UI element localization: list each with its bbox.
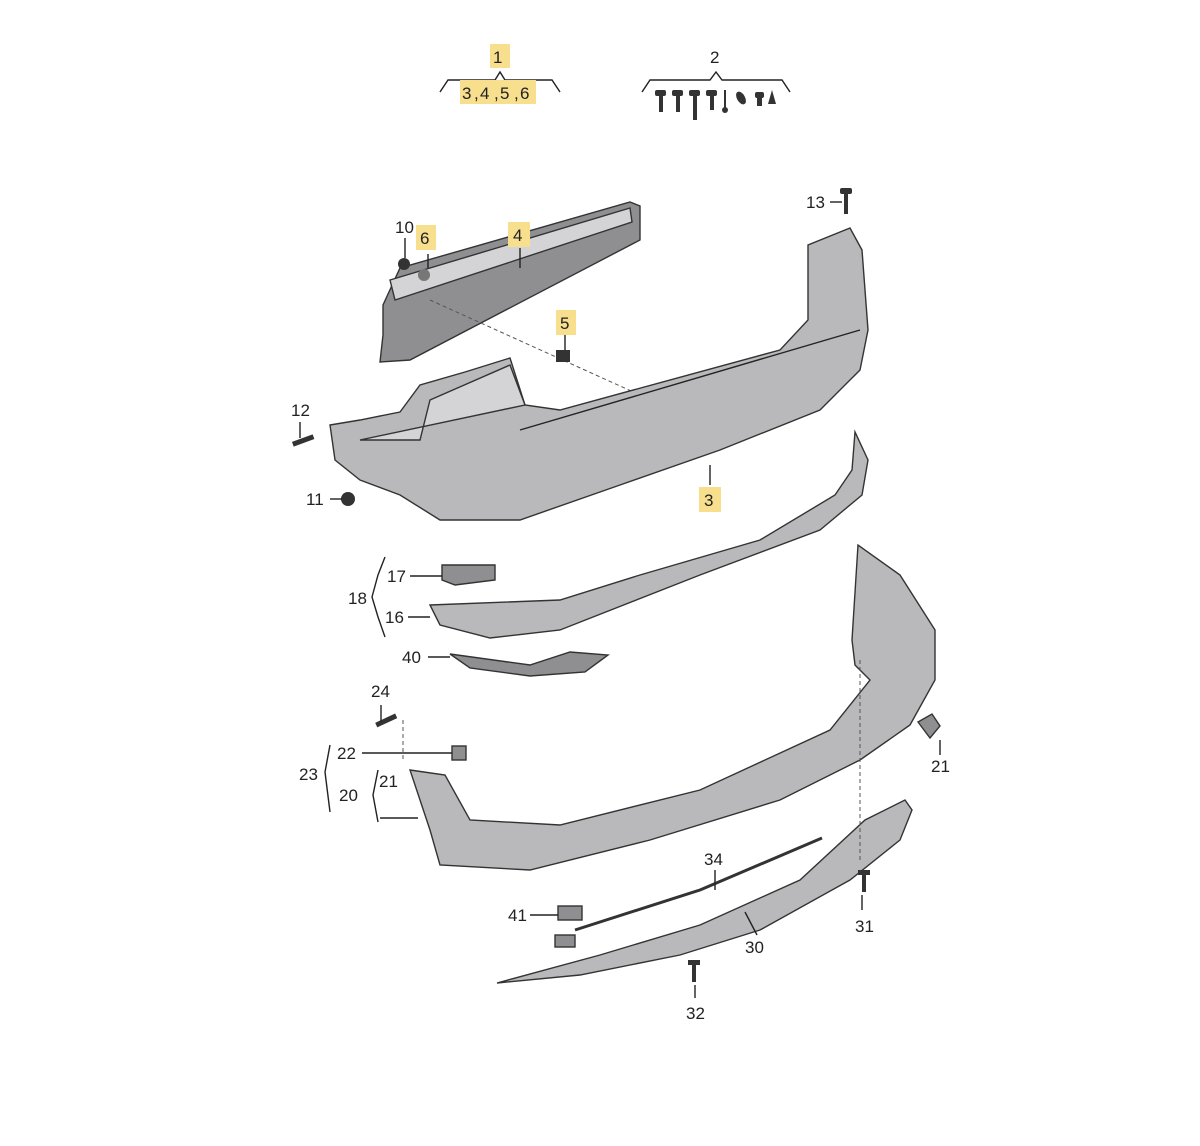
callout-18[interactable]: 18 — [348, 589, 367, 608]
part-40-trim[interactable] — [449, 651, 610, 677]
part-4-carrier[interactable] — [379, 201, 641, 363]
callout-3[interactable]: 3 — [704, 491, 713, 510]
callout-34[interactable]: 34 — [704, 850, 723, 869]
part-41-bracket-b — [554, 934, 576, 948]
part-3-crease — [519, 329, 861, 431]
callout-1[interactable]: 1 — [493, 48, 502, 67]
bracket — [439, 70, 561, 93]
highlight-box — [699, 487, 721, 512]
leader-lines — [299, 201, 941, 998]
part-22-clip[interactable] — [451, 745, 467, 761]
callout-30[interactable]: 30 — [745, 938, 764, 957]
callout-16[interactable]: 16 — [385, 608, 404, 627]
part-16-bracket[interactable] — [428, 429, 869, 639]
callout-21-right[interactable]: 21 — [931, 757, 950, 776]
callout-1-group[interactable]: 1 3 , 4 , 5 , 6 — [439, 44, 561, 104]
screw-set-icon — [655, 90, 776, 120]
callout-32[interactable]: 32 — [686, 1004, 705, 1023]
separator: , — [494, 84, 499, 103]
highlight-box — [416, 225, 436, 250]
callout-11[interactable]: 11 — [306, 490, 324, 509]
fastener-icons — [291, 188, 870, 982]
leader-dash — [429, 299, 641, 396]
callout-41[interactable]: 41 — [508, 906, 527, 925]
part-3-bumper-cover[interactable] — [329, 227, 869, 521]
part-21-tow-cap[interactable] — [916, 713, 941, 740]
bracket — [641, 70, 791, 93]
part-20-lower-cover[interactable] — [408, 543, 936, 871]
callout-6-sub[interactable]: 6 — [520, 84, 529, 103]
callout-22[interactable]: 22 — [337, 744, 356, 763]
callout-5-sub[interactable]: 5 — [500, 84, 509, 103]
callout-24[interactable]: 24 — [371, 682, 390, 701]
callout-2[interactable]: 2 — [710, 48, 719, 67]
highlight-box — [556, 310, 576, 335]
highlight-box — [460, 80, 536, 104]
callout-4[interactable]: 4 — [513, 226, 522, 245]
leader-dash — [402, 660, 861, 860]
callout-13[interactable]: 13 — [806, 193, 825, 212]
callout-5[interactable]: 5 — [560, 314, 569, 333]
callout-20[interactable]: 20 — [339, 786, 358, 805]
callout-4-sub[interactable]: 4 — [480, 84, 489, 103]
part-3-corner-highlight — [359, 364, 526, 441]
callout-3-sub[interactable]: 3 — [462, 84, 471, 103]
callout-23[interactable]: 23 — [299, 765, 318, 784]
callout-2-group[interactable]: 2 — [641, 48, 791, 120]
callout-10[interactable]: 10 — [395, 218, 414, 237]
part-17-clip[interactable] — [441, 564, 496, 586]
part-4-carrier-top — [389, 207, 633, 301]
separator: , — [474, 84, 479, 103]
highlight-box — [508, 222, 530, 247]
part-30-diffuser[interactable] — [496, 799, 913, 984]
callout-21-left[interactable]: 21 — [379, 772, 398, 791]
callout-40[interactable]: 40 — [402, 648, 421, 667]
callout-12[interactable]: 12 — [291, 401, 310, 420]
highlight-box — [490, 44, 510, 68]
callout-17[interactable]: 17 — [387, 567, 406, 586]
callout-31[interactable]: 31 — [855, 917, 874, 936]
callout-6[interactable]: 6 — [420, 229, 429, 248]
part-34-strip[interactable] — [574, 836, 823, 932]
part-41-bracket[interactable] — [557, 905, 583, 921]
separator: , — [514, 84, 519, 103]
